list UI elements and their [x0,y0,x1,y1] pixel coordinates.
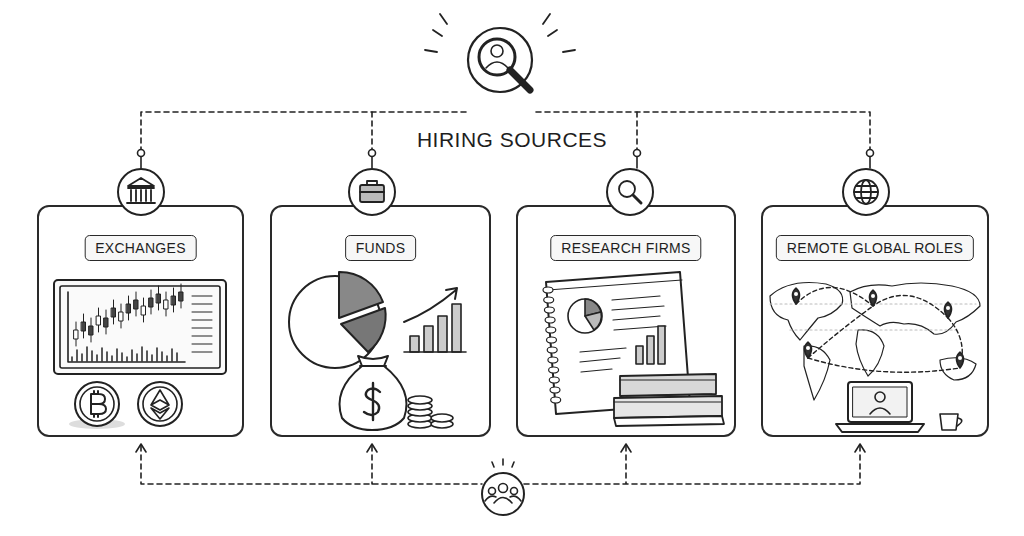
search-icon [425,14,575,92]
growth-bars [404,288,466,352]
diagram-title: HIRING SOURCES [0,128,1024,152]
panel-label: RESEARCH FIRMS [550,235,701,261]
panel-label: EXCHANGES [84,235,197,261]
book-stack [614,374,724,426]
source-panel: EXCHANGES [37,205,244,437]
coffee-cup [940,414,962,430]
map-pins [793,288,964,368]
connector-dots [138,150,874,169]
magnifier-icon [607,169,653,215]
globe-icon [843,169,889,215]
laptop [836,382,924,432]
briefcase-icon [349,169,395,215]
source-panel: REMOTE GLOBAL ROLES [761,205,989,437]
money-bag [340,356,407,430]
route-lines [796,287,962,372]
trading-screen [54,280,226,374]
pie-chart [289,272,386,368]
team-icon [482,459,524,515]
source-panel: FUNDS [270,205,491,437]
coin-stack [408,396,453,428]
bank-icon [118,169,164,215]
ethereum-coin [138,382,182,426]
bitcoin-coin [69,382,125,429]
panel-label: FUNDS [345,235,417,261]
source-panel: RESEARCH FIRMS [516,205,736,437]
panel-label: REMOTE GLOBAL ROLES [776,235,974,261]
